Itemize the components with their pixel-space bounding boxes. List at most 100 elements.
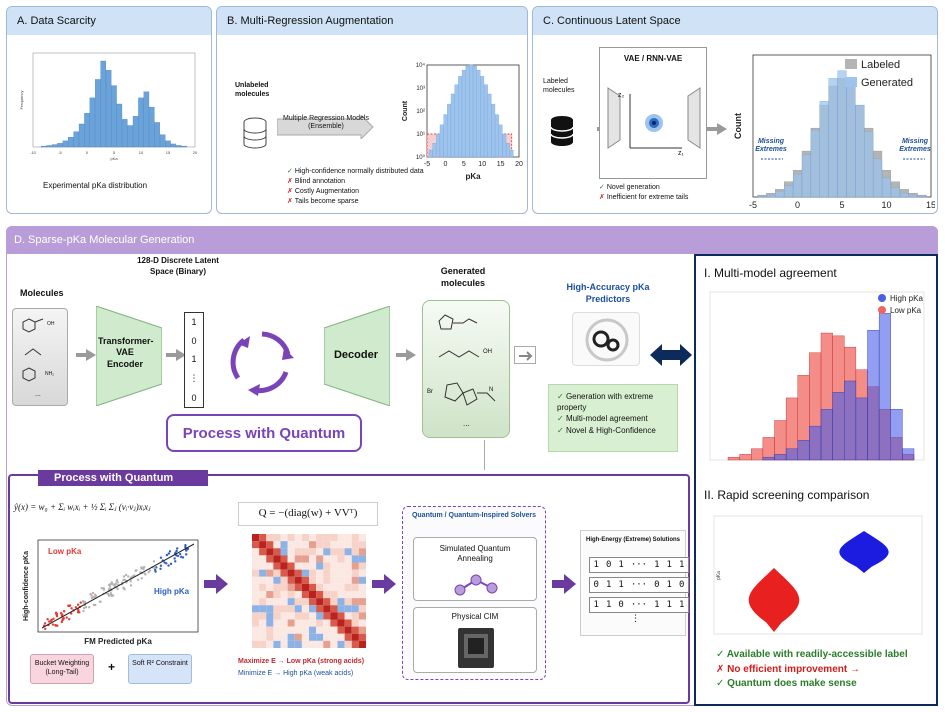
heatmap-cell: [330, 577, 337, 584]
molecules-label: Molecules: [20, 288, 64, 298]
heatmap-cell: [273, 570, 280, 577]
process-quantum-button[interactable]: Process with Quantum: [166, 414, 362, 452]
generated-label-oh: OH: [483, 349, 492, 355]
solution-bit: 1: [654, 560, 659, 570]
heatmap-cell: [338, 641, 345, 648]
heatmap-cell: [316, 627, 323, 634]
latent-bit: 1: [191, 354, 196, 364]
solution-bit: 0: [606, 560, 611, 570]
histogram-bar: [451, 94, 454, 157]
check-extreme-property: Generation with extreme property: [557, 391, 669, 413]
cim-box: Physical CIM: [413, 607, 537, 673]
solution-bit: 1: [667, 600, 672, 610]
heatmap-cell: [316, 634, 323, 641]
panel-d-title: D. Sparse-pKa Molecular Generation: [14, 234, 194, 246]
heatmap-cell: [302, 570, 309, 577]
z2-label: z₂: [618, 92, 624, 99]
histogram-bar: [79, 124, 84, 147]
heatmap-cell: [302, 584, 309, 591]
heatmap-cell: [288, 534, 295, 541]
histogram-bar: [74, 132, 79, 147]
heatmap-cell: [352, 570, 359, 577]
generated-bar: [838, 71, 847, 197]
heatmap-cell: [323, 541, 330, 548]
bullet-no-improvement: No efficient improvement →: [716, 663, 908, 678]
heatmap-cell: [288, 620, 295, 627]
heatmap-cell: [295, 541, 302, 548]
heatmap-cell: [345, 598, 352, 605]
bullet-inefficient-tails: Inefficient for extreme tails: [599, 193, 688, 203]
scatter-point: [50, 619, 52, 621]
heatmap-cell: [323, 598, 330, 605]
histogram-bar: [106, 70, 111, 147]
histogram-bar: [68, 137, 73, 147]
heatmap-cell: [309, 584, 316, 591]
heatmap-cell: [330, 598, 337, 605]
missing-right-label: Extremes: [899, 146, 931, 153]
heatmap-cell: [309, 555, 316, 562]
x-tick-label: 0: [443, 161, 447, 168]
heatmap-cell: [338, 534, 345, 541]
panel-i-title: I. Multi-model agreement: [704, 266, 837, 280]
scatter-point: [170, 563, 172, 565]
scatter-point: [141, 577, 143, 579]
heatmap-cell: [309, 534, 316, 541]
histogram-bar: [155, 122, 160, 147]
heatmap-cell: [295, 577, 302, 584]
generated-bar: [873, 159, 882, 197]
scatter-point: [176, 547, 178, 549]
latent-bit: 0: [191, 393, 196, 403]
heatmap-cell: [252, 584, 259, 591]
x-axis-label: pKa: [110, 156, 118, 161]
heatmap-cell: [288, 641, 295, 648]
heatmap-cell: [323, 612, 330, 619]
scatter-point: [130, 580, 132, 582]
high-pka-bar: [798, 440, 810, 460]
arrow-to-solutions: [564, 574, 576, 594]
heatmap-cell: [352, 555, 359, 562]
generated-bar: [864, 132, 873, 197]
heatmap-cell: [288, 548, 295, 555]
heatmap-cell: [288, 634, 295, 641]
heatmap-cell: [302, 555, 309, 562]
heatmap-cell: [273, 605, 280, 612]
scatter-point: [77, 604, 79, 606]
scatter-point: [160, 556, 162, 558]
y-tick-label: 10⁰: [416, 154, 426, 161]
histogram-bar: [176, 145, 181, 147]
y-axis-label: Frequency: [19, 91, 24, 110]
heatmap-cell: [295, 570, 302, 577]
heatmap-cell: [259, 577, 266, 584]
heatmap-cell: [338, 541, 345, 548]
solution-row: 110···111: [589, 597, 689, 613]
heatmap-cell: [288, 570, 295, 577]
y-tick-label: 10¹: [416, 132, 425, 138]
heatmap-cell: [359, 605, 366, 612]
scatter-point: [94, 604, 96, 606]
histogram-bar: [458, 76, 461, 157]
heatmap-cell: [259, 584, 266, 591]
molecules-box: OH NH₂ ...: [12, 308, 68, 406]
low-pka-label: Low pKa: [48, 547, 82, 556]
generated-bar: [909, 195, 918, 197]
mol-label-ellipsis: ...: [35, 391, 41, 398]
heatmap-cell: [359, 634, 366, 641]
heatmap-cell: [345, 612, 352, 619]
heatmap-cell: [352, 563, 359, 570]
scatter-point: [56, 613, 58, 615]
scatter-point: [61, 613, 63, 615]
solvers-box: Quantum / Quantum-Inspired Solvers Simul…: [402, 506, 546, 680]
heatmap-cell: [288, 591, 295, 598]
heatmap-cell: [259, 534, 266, 541]
heatmap-cell: [266, 605, 273, 612]
scatter-point: [62, 617, 64, 619]
heatmap-cell: [302, 534, 309, 541]
arrow-to-histogram: [717, 123, 727, 135]
scatter-point: [94, 593, 96, 595]
scatter-point: [109, 594, 111, 596]
qubo-heatmap: [252, 534, 366, 648]
panel-a-title: A. Data Scarcity: [7, 7, 211, 35]
predictors-label: High-Accuracy pKa Predictors: [566, 282, 650, 305]
generated-molecules-box: OH Br N ...: [422, 300, 510, 438]
database-icon: [241, 117, 269, 149]
